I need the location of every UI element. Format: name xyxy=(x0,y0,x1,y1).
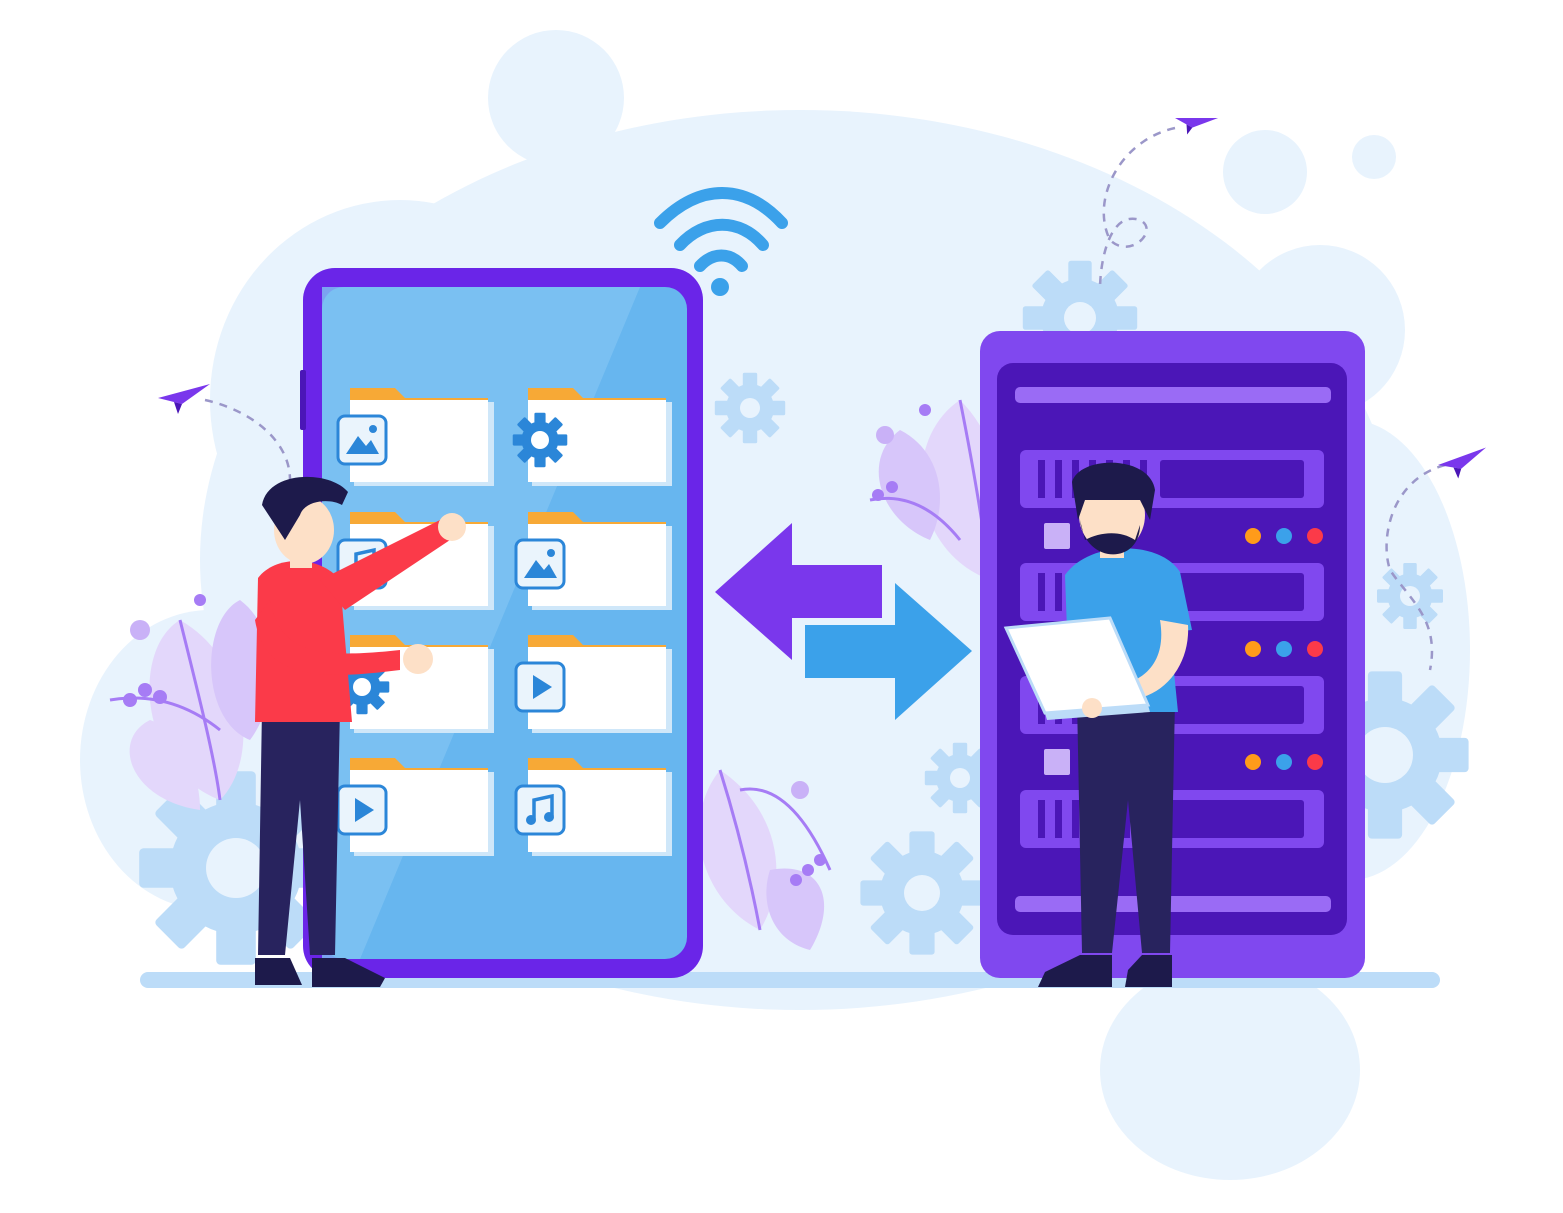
paper-plane-icon xyxy=(1171,107,1219,142)
folder[interactable] xyxy=(514,758,672,856)
man-left xyxy=(255,476,466,987)
status-led xyxy=(1245,754,1261,770)
paper-plane-icon xyxy=(1436,447,1489,481)
image-icon xyxy=(514,538,566,590)
arrow-right-icon xyxy=(805,583,972,720)
phone-device xyxy=(300,268,703,978)
settings-gear-icon xyxy=(512,412,568,468)
play-icon xyxy=(514,661,566,713)
settings-gear-icon xyxy=(334,659,390,715)
status-led xyxy=(1307,528,1323,544)
music-note-icon xyxy=(514,784,566,836)
folder[interactable] xyxy=(512,388,672,486)
gear-icon xyxy=(924,742,996,814)
wifi-icon xyxy=(654,187,788,296)
folder[interactable] xyxy=(514,512,672,610)
status-led xyxy=(1307,754,1323,770)
paper-plane-icon xyxy=(158,384,210,414)
gear-icon xyxy=(1022,260,1138,376)
status-led xyxy=(1276,528,1292,544)
laptop-icon xyxy=(1003,616,1151,720)
server-unit xyxy=(1020,450,1324,508)
gear-icon xyxy=(1377,563,1443,629)
play-icon xyxy=(336,784,388,836)
folder-grid xyxy=(334,388,672,856)
gear-icon xyxy=(714,372,786,444)
folder[interactable] xyxy=(514,635,672,733)
status-led xyxy=(1276,754,1292,770)
gear-icon xyxy=(139,771,333,965)
gear-icon xyxy=(860,831,984,955)
gear-icon xyxy=(1301,671,1469,839)
image-icon xyxy=(336,414,388,466)
status-led xyxy=(1276,641,1292,657)
status-led xyxy=(1245,641,1261,657)
arrow-left-icon xyxy=(715,523,882,660)
folder[interactable] xyxy=(336,758,494,856)
plane-trail xyxy=(204,126,1446,671)
status-led xyxy=(1245,528,1261,544)
leaves-middle xyxy=(699,769,832,950)
status-led xyxy=(1307,641,1323,657)
leaves-left xyxy=(109,594,272,810)
folder[interactable] xyxy=(336,388,494,486)
